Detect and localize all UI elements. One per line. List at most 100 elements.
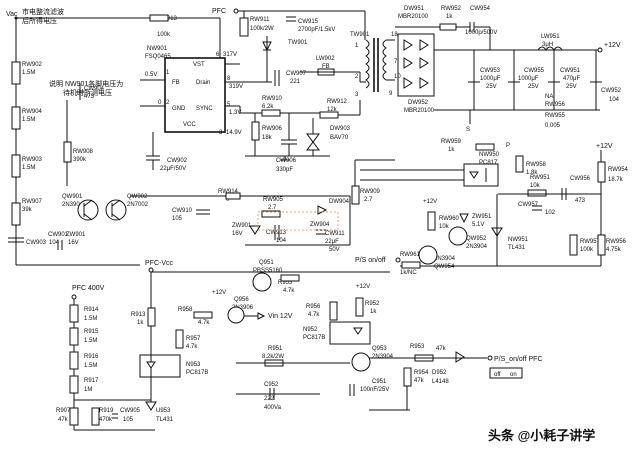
cw951-label: CW951 [560, 68, 581, 74]
r952-value: 1k [370, 309, 377, 315]
dw903-label: DW903 [330, 126, 351, 132]
dw903-diode [306, 133, 320, 143]
nw950-value: PC817 [479, 160, 498, 166]
vin12-label: Vin 12V [268, 313, 293, 320]
rw905-label: RW905 [263, 197, 284, 203]
nw901-ic [164, 57, 226, 133]
r919-resistor [91, 407, 100, 426]
qw952-value: 2N3904 [466, 244, 488, 250]
zw951-label: ZW951 [472, 214, 492, 220]
nw901-volt-drain: 319V [229, 84, 243, 90]
rw957-value: 100k [580, 247, 594, 253]
r914-label: R914 [84, 307, 99, 313]
lw951-label: LW951 [541, 34, 560, 40]
note-rect-2: 后所得电压 [22, 16, 57, 25]
cw957-label: CW957 [518, 202, 539, 208]
r907-value: 47k [58, 417, 69, 423]
r954-value: 47k [414, 378, 425, 384]
zw901v-value: 16V [68, 240, 79, 246]
onoff-switch[interactable] [489, 367, 523, 379]
r913-value: 1k [137, 320, 144, 326]
rw906-label: RW906 [262, 126, 283, 132]
nw901-volt-gnd: 0 [158, 100, 162, 106]
tw-pin7: 7 [394, 59, 398, 65]
r954-resistor [403, 367, 412, 387]
cw957-value: 102 [545, 210, 556, 216]
d952-diode [455, 351, 465, 363]
lw951-value: 3μH [542, 42, 553, 48]
c952-value: 222 [264, 396, 275, 402]
out-12v-b-label: +12V [596, 143, 613, 150]
plus12v-q956: +12V [212, 290, 226, 296]
cw905-label: CW905 [120, 408, 141, 414]
nw951-value: TL431 [508, 245, 526, 251]
rw961-label: RW961 [400, 252, 421, 258]
cw907-label: CW907 [286, 71, 307, 77]
rw956b-label: RW956 [606, 239, 627, 245]
r954-label: R954 [414, 370, 429, 376]
tw-pin3: 3 [355, 92, 359, 98]
tw-pin18: 18 [391, 32, 398, 38]
p-marker: P [506, 143, 510, 149]
vac-label: Vac [6, 11, 18, 18]
c951-value: 100nF/25V [360, 387, 389, 393]
dw951-label: DW951 [404, 6, 425, 12]
cw913-label: CW913 [266, 230, 287, 236]
nw901-pinnum-2: 2 [166, 100, 170, 106]
rw960-value: 10k [439, 224, 450, 230]
cw906-label: CW906 [276, 158, 297, 164]
rw909-label: RW909 [360, 189, 381, 195]
dw904-diode [317, 205, 328, 215]
q951-transistor [252, 272, 272, 292]
qw902-label: QW902 [127, 194, 148, 200]
rw907-resistor [11, 202, 21, 226]
rw954-resistor [597, 161, 606, 183]
nw901-part: FSQ0465 [145, 54, 171, 60]
r956-value: 4.7k [308, 312, 320, 318]
zw904-label: ZW904 [310, 222, 330, 228]
cw915-label: CW915 [298, 19, 319, 25]
r917-value: 1M [84, 387, 92, 393]
note-nw901-2: 待机时所测电压 [63, 88, 112, 97]
rw912-value: 12k [327, 107, 338, 113]
q953-transistor [351, 352, 371, 372]
cw951-value: 470μF [563, 76, 580, 82]
rw956-label: RW956 [545, 102, 566, 108]
nw901-pinnum-6: 6 [216, 52, 220, 58]
note-nw901-1: 说明 NW901各脚电压为 [49, 79, 123, 88]
q951-value: PBSS5160 [253, 268, 283, 274]
rw907-value: 39k [22, 207, 33, 213]
cw953-volt: 25V [486, 84, 497, 90]
r958-label: R958 [178, 307, 193, 313]
rw958-label: RW958 [526, 162, 547, 168]
cw901-label: CW901 [48, 232, 69, 238]
r913-label: R913 [131, 312, 146, 318]
rw904-value: 1.5M [22, 117, 35, 123]
tw-pin1: 1 [355, 43, 359, 49]
rw955-value: 0.005 [545, 123, 561, 129]
dw952-value: MBR20100 [404, 108, 435, 114]
rw960-resistor [427, 211, 436, 231]
nw901-volt-vst: 317V [223, 52, 237, 58]
rw956b-value: 4.75k [606, 247, 622, 253]
r915-value: 1.5M [84, 338, 97, 344]
rw959-label: RW959 [441, 139, 462, 145]
plus12v-n952: +12V [356, 284, 370, 290]
u953-value: TL431 [156, 417, 174, 423]
ps-onoff-label: P/S on/off [355, 257, 386, 264]
cw911-label: CW911 [325, 231, 345, 237]
r907-label: R907 [56, 408, 71, 414]
rw906-resistor [251, 121, 260, 141]
r916-resistor [69, 351, 79, 370]
rw958-resistor [515, 155, 524, 173]
nw901-pinnum-5: 5 [227, 102, 231, 108]
r957-label: R957 [186, 336, 201, 342]
n953-optocoupler [139, 354, 181, 378]
u953-tl431 [145, 401, 157, 411]
n952-optocoupler [329, 321, 371, 345]
d952-label: D952 [432, 370, 447, 376]
r915-label: R915 [84, 329, 99, 335]
nw901-pin-gnd: GND [172, 106, 186, 112]
r907-resistor [69, 407, 79, 426]
cw951-volt: 25V [566, 84, 577, 90]
